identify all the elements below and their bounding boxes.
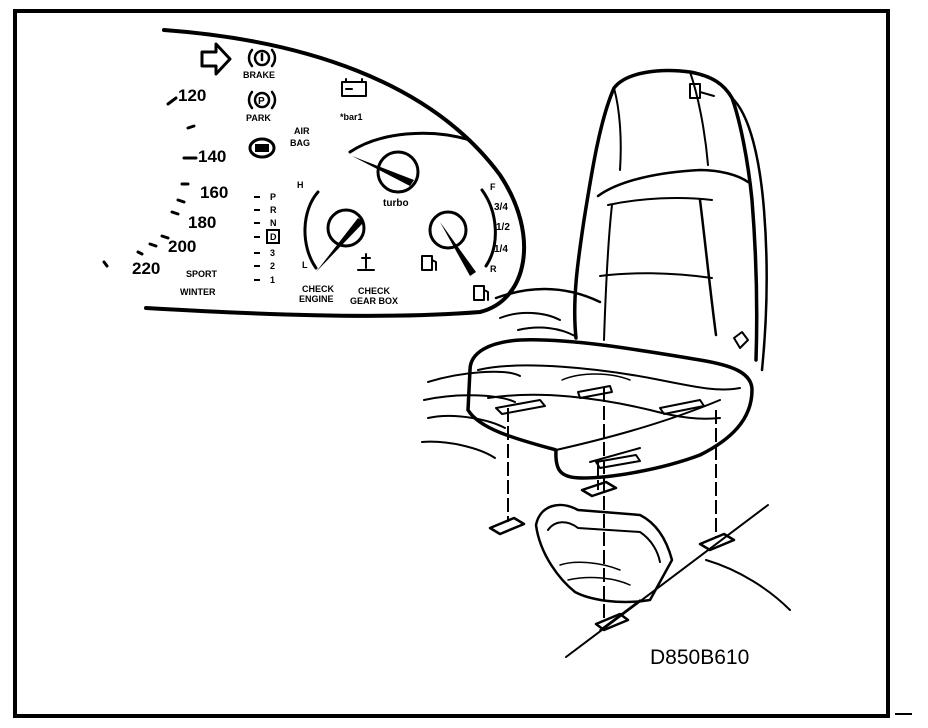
turbo-symbol-label: *bar1 (340, 112, 363, 122)
speed-mark-180: 180 (188, 213, 216, 232)
park-icon-letter: P (258, 96, 265, 107)
speed-mark-160: 160 (200, 183, 228, 202)
park-label: PARK (246, 113, 271, 123)
gear-selector: P R N D 3 2 1 (254, 192, 280, 285)
check-gearbox-line1: CHECK (358, 286, 391, 296)
check-engine-line2: ENGINE (299, 294, 334, 304)
figure-code: D850B610 (650, 646, 749, 669)
gear-n: N (270, 218, 277, 228)
check-gearbox-line2: GEAR BOX (350, 296, 398, 306)
gear-1: 1 (270, 275, 275, 285)
speed-mark-220: 220 (132, 259, 160, 278)
speed-mark-140: 140 (198, 147, 226, 166)
gear-p: P (270, 192, 276, 202)
speed-mark-120: 120 (178, 86, 206, 105)
fuel-quarter-label: 1/4 (494, 244, 508, 255)
figure-border (13, 9, 890, 718)
fuel-pump-icon-reserve (473, 285, 489, 301)
fuel-half-label: 1/2 (496, 222, 510, 233)
winter-label: WINTER (180, 287, 216, 297)
gear-2: 2 (270, 261, 275, 271)
check-engine-line1: CHECK (302, 284, 335, 294)
turbo-label: turbo (383, 198, 409, 209)
fuel-pump-icon (421, 255, 437, 271)
sport-label: SPORT (186, 269, 218, 279)
speed-mark-200: 200 (168, 237, 196, 256)
instrument-cluster-panel: 120 140 160 180 200 220 BRAKE P PARK AIR (102, 28, 527, 318)
fuel-full-label: F (490, 182, 496, 192)
coolant-temp-icon (357, 253, 375, 271)
temp-low-label: L (302, 260, 308, 270)
airbag-label-line1: AIR (294, 126, 310, 136)
fuel-three-quarter-label: 3/4 (494, 202, 508, 213)
gear-selected-box (266, 229, 280, 244)
park-brake-icon (247, 90, 277, 110)
fuel-reserve-label: R (490, 264, 497, 274)
airbag-label-line2: BAG (290, 138, 310, 148)
temp-high-label: H (297, 180, 304, 190)
fuel-gauge (428, 188, 497, 276)
gear-r: R (270, 205, 277, 215)
gear-d: D (270, 232, 277, 242)
turbo-gauge (348, 131, 472, 194)
airbag-icon (248, 137, 276, 159)
temperature-gauge (303, 190, 366, 272)
gear-3: 3 (270, 248, 275, 258)
brake-warning-icon (247, 48, 277, 68)
floor-mounting-brackets (488, 480, 736, 632)
battery-icon (341, 78, 367, 97)
arrow-right-icon (200, 42, 232, 76)
speed-ticks (102, 96, 198, 268)
brake-label: BRAKE (243, 70, 275, 80)
